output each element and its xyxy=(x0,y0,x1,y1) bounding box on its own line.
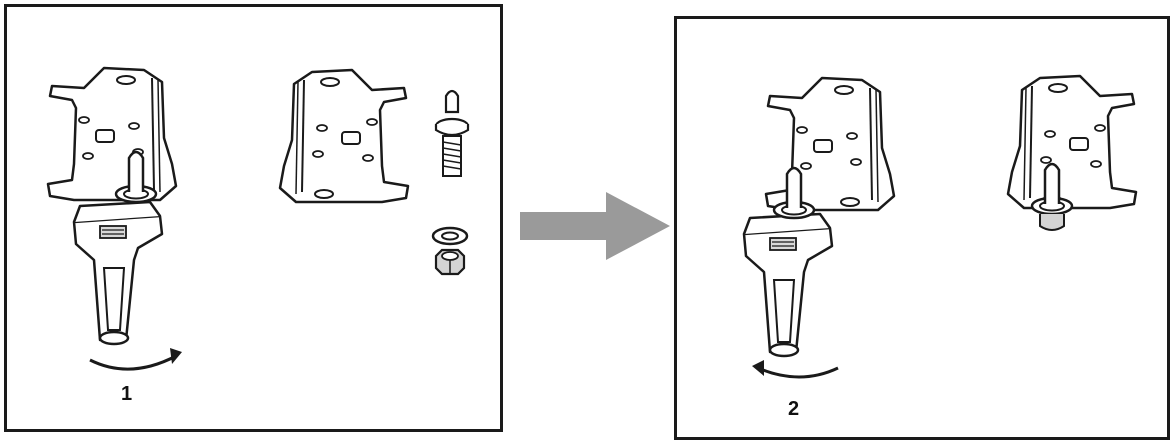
step-number-2: 2 xyxy=(788,398,800,420)
panel-1-plate-left xyxy=(46,66,178,202)
panel-1-plate-right xyxy=(278,68,410,204)
rotate-clockwise-icon xyxy=(89,354,177,371)
panel-2-plate-right xyxy=(1006,74,1138,210)
washer-icon xyxy=(431,226,469,246)
loose-bolt-icon xyxy=(434,89,470,177)
hex-nut-icon xyxy=(434,248,466,276)
panel-2-stud-fastened xyxy=(1030,162,1074,231)
panel-1-wrench-assembly xyxy=(72,200,164,346)
panel-2-wrench-assembly xyxy=(742,212,834,358)
panel-2-plate-left xyxy=(764,76,896,212)
next-step-arrow xyxy=(520,192,670,260)
rotate-counterclockwise-icon xyxy=(757,366,839,379)
step-number-1: 1 xyxy=(121,383,133,405)
